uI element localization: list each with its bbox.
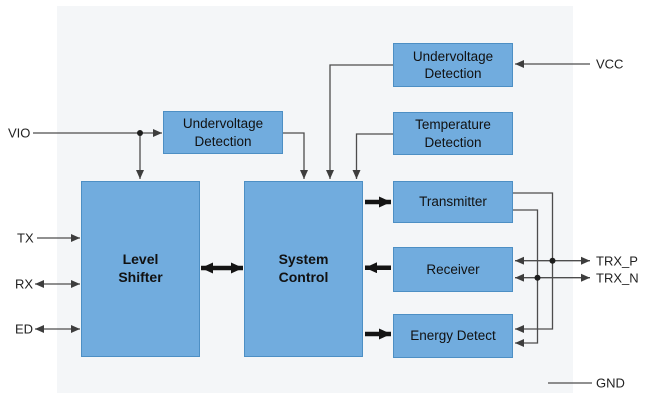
block-system-control: System Control <box>244 181 363 357</box>
block-label: System Control <box>278 251 329 285</box>
block-undervoltage-detection-left: Undervoltage Detection <box>163 111 283 154</box>
junction-vio <box>137 130 143 136</box>
wire-uv-top-to-system-control <box>326 64 393 179</box>
pin-label-tx: TX <box>17 230 34 246</box>
pin-label-gnd: GND <box>596 375 625 391</box>
block-label: Undervoltage Detection <box>182 116 264 149</box>
block-receiver: Receiver <box>393 247 513 292</box>
block-temperature-detection: Temperature Detection <box>393 112 513 155</box>
pin-label-rx: RX <box>15 276 34 292</box>
pin-label-trx-p: TRX_P <box>596 253 638 269</box>
block-label: Receiver <box>426 261 480 277</box>
block-label: Level Shifter <box>118 251 163 285</box>
block-undervoltage-detection-top: Undervoltage Detection <box>393 43 513 87</box>
pin-label-trx-n: TRX_N <box>596 270 639 286</box>
pin-label-vcc: VCC <box>596 56 624 72</box>
junction-trxp <box>549 257 556 264</box>
wire-temp-to-system-control <box>352 133 393 179</box>
pin-label-ed: ED <box>15 321 34 337</box>
pin-label-vio: VIO <box>8 125 31 141</box>
block-label: Energy Detect <box>410 328 496 344</box>
block-transmitter: Transmitter <box>393 181 513 223</box>
block-energy-detect: Energy Detect <box>393 314 513 358</box>
block-label: Temperature Detection <box>415 117 491 150</box>
wire-transmitter-trxn-to-energy <box>513 209 539 347</box>
block-label: Transmitter <box>419 194 487 210</box>
junction-trxn <box>534 274 541 281</box>
block-level-shifter: Level Shifter <box>81 181 200 357</box>
wire-uv-left-to-system-control <box>283 132 308 179</box>
block-label: Undervoltage Detection <box>412 48 494 81</box>
